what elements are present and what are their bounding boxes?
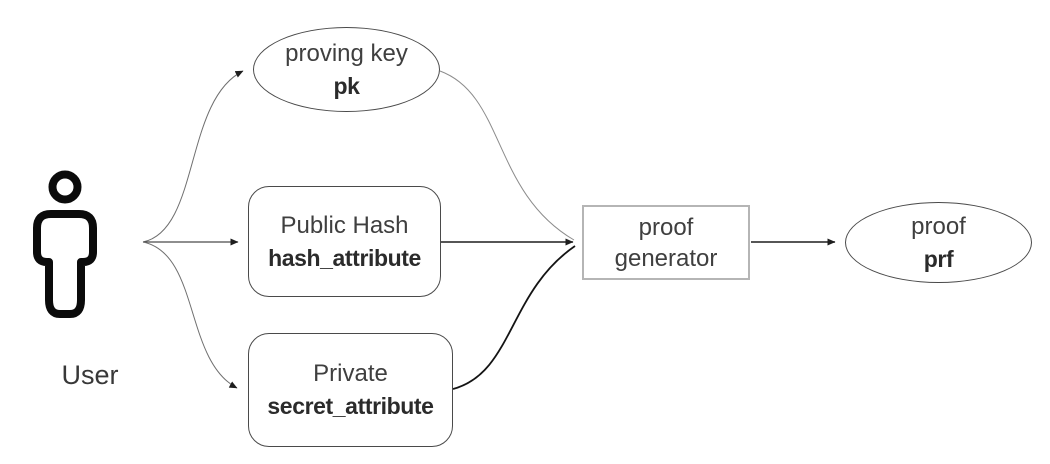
edge-user-to-private [142, 241, 238, 389]
proving-key-title: proving key [285, 39, 408, 67]
proof-generator-title: proof [638, 213, 694, 241]
user-label: User [61, 360, 119, 390]
edge-user-to-proving-key [142, 70, 244, 243]
user-icon-head [48, 170, 82, 204]
proving-key-name: pk [333, 72, 360, 99]
proof-title: proof [911, 212, 966, 240]
edge-private-to-generator [452, 245, 576, 390]
proof-generator-subtitle: generator [614, 244, 718, 272]
edge-proving-key-to-generator [439, 70, 575, 241]
private-name: secret_attribute [267, 393, 434, 419]
node-proving-key: proving key pk [253, 27, 440, 112]
node-private: Private secret_attribute [248, 333, 453, 447]
node-public-hash: Public Hash hash_attribute [248, 186, 441, 297]
node-proof-generator: proof generator [582, 205, 750, 280]
user-icon-body [33, 210, 97, 318]
public-hash-name: hash_attribute [268, 244, 421, 271]
node-proof: proof prf [845, 202, 1032, 283]
public-hash-title: Public Hash [280, 211, 409, 239]
proof-name: prf [923, 245, 954, 272]
private-title: Private [313, 360, 388, 387]
user-icon [33, 170, 97, 318]
